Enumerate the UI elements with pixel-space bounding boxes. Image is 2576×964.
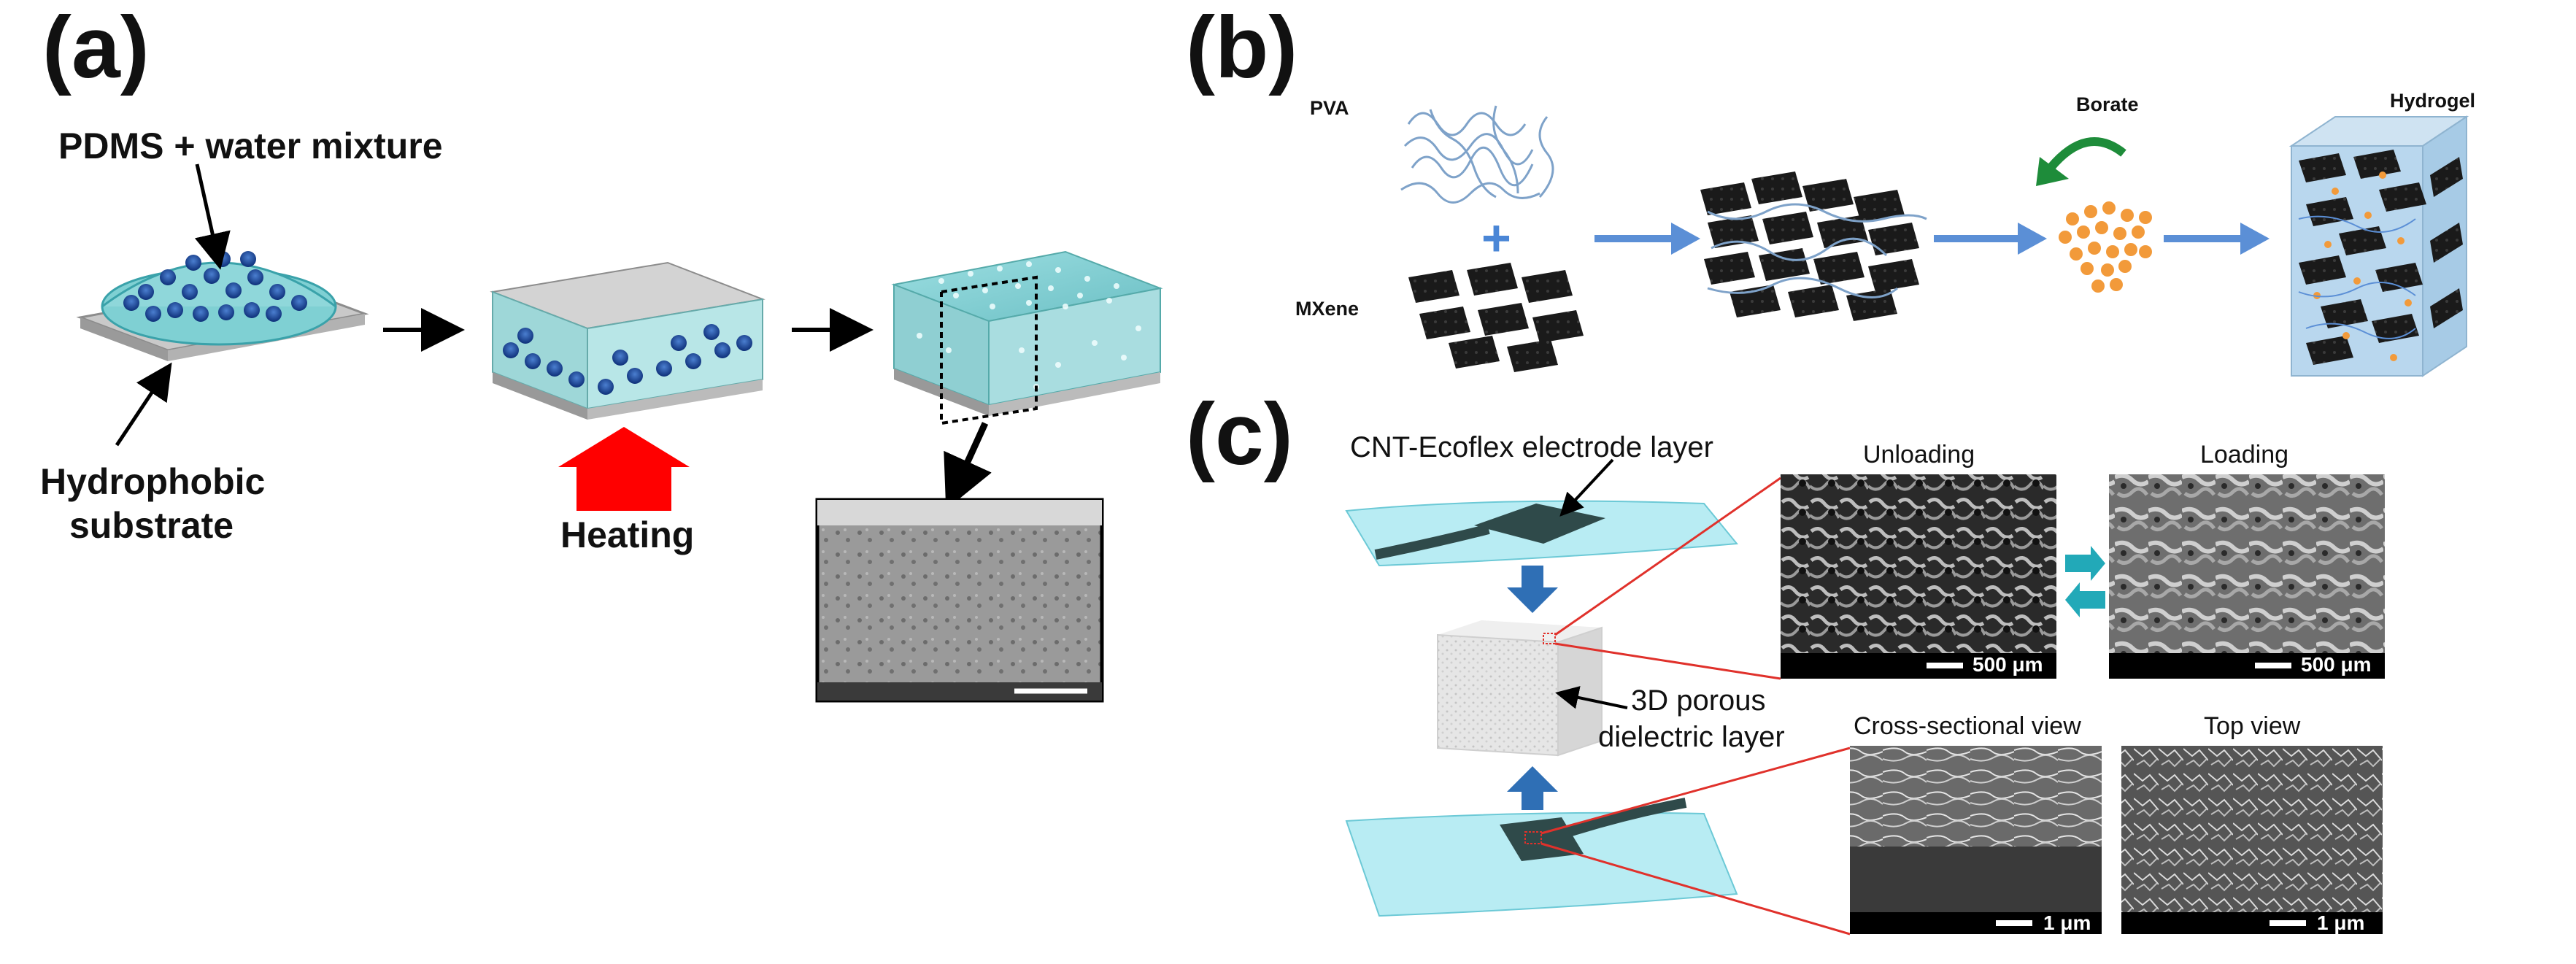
bottom-electrode-layer <box>1345 798 1738 917</box>
pva-chains <box>1400 105 1554 204</box>
panel-b: + <box>1400 105 2469 377</box>
pva-mxene-composite <box>1700 171 1927 321</box>
droplet-on-substrate <box>76 251 369 361</box>
scale-label-top-view: 1 μm <box>2317 911 2365 934</box>
borate-label: Borate <box>2076 93 2139 115</box>
substrate-pointer-arrow <box>115 362 172 447</box>
borate-particles <box>2059 201 2152 293</box>
sem-unloading <box>1781 474 2056 679</box>
dielectric-pointer-arrow <box>1555 686 1628 709</box>
plus-sign: + <box>1481 209 1511 266</box>
scale-label-loading: 500 μm <box>2301 653 2372 676</box>
sem-cross-section-a <box>815 498 1104 703</box>
heating-arrow <box>558 427 690 511</box>
sem-cross-sectional <box>1850 746 2102 934</box>
hydrogel-label: Hydrogel <box>2390 90 2476 112</box>
scale-label-cross-sectional: 1 μm <box>2043 911 2091 934</box>
borate-curve-arrow <box>2047 137 2126 171</box>
heating-label: Heating <box>560 514 695 555</box>
panel-b-letter: (b) <box>1186 0 1298 96</box>
sem-title-top-view: Top view <box>2204 712 2301 740</box>
electrode-label: CNT-Ecoflex electrode layer <box>1350 431 1713 463</box>
sem-title-loading: Loading <box>2200 441 2289 468</box>
panel-c <box>1345 458 2385 936</box>
top-electrode-layer <box>1345 500 1738 567</box>
mxene-flakes <box>1408 263 1584 372</box>
sem-top-view <box>2121 746 2383 934</box>
porous-block <box>891 250 1163 425</box>
panel-a-letter: (a) <box>42 0 150 96</box>
mixture-pointer-arrow <box>194 163 231 270</box>
dielectric-label-line1: 3D porous <box>1631 685 1766 717</box>
zoom-arrow-a <box>944 422 992 510</box>
sem-title-unloading: Unloading <box>1863 441 1975 468</box>
sem-loading <box>2109 474 2385 679</box>
scale-label-unloading: 500 μm <box>1973 653 2043 676</box>
pva-label: PVA <box>1310 97 1349 119</box>
substrate-label-line1: Hydrophobic <box>40 461 266 502</box>
mxene-label: MXene <box>1295 298 1360 320</box>
press-arrow-up <box>1507 766 1558 810</box>
porous-dielectric-cube <box>1437 620 1603 757</box>
substrate-label-line2: substrate <box>69 505 234 546</box>
hydrogel-cube <box>2288 115 2469 377</box>
mixture-label: PDMS + water mixture <box>58 126 443 166</box>
dielectric-label-line2: dielectric layer <box>1598 721 1785 753</box>
sem-title-cross-sectional: Cross-sectional view <box>1854 712 2081 740</box>
electrode-pointer-arrow <box>1559 458 1614 517</box>
panel-c-letter: (c) <box>1186 385 1293 483</box>
panel-a <box>76 163 1163 703</box>
heated-slab <box>490 261 766 420</box>
zoom-lines <box>1540 477 1851 936</box>
exchange-arrows <box>2065 546 2105 617</box>
press-arrow-down <box>1507 566 1558 613</box>
